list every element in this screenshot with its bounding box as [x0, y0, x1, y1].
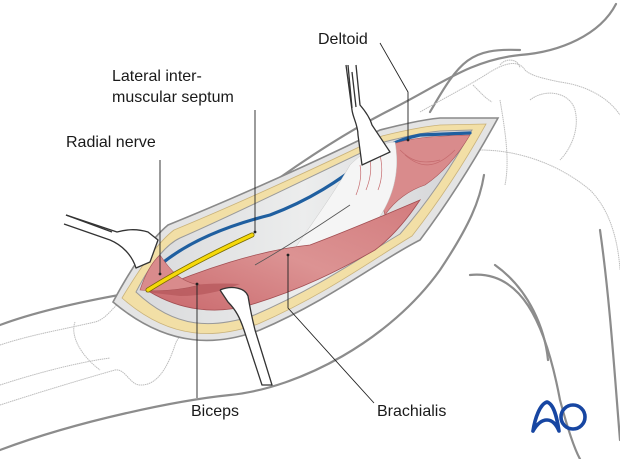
leader-brachialis [287, 255, 375, 404]
ao-logo: AO [531, 400, 587, 433]
radial-nerve-fill [146, 233, 254, 292]
retractor-bottom [219, 286, 273, 386]
biceps-muscle [145, 283, 240, 296]
retractor-left [63, 214, 159, 269]
ao-logo-a [531, 400, 561, 433]
incision [111, 117, 500, 342]
label-septum-line2: muscular septum [112, 89, 234, 106]
label-septum-line1: Lateral inter- [112, 68, 202, 85]
label-biceps: Biceps [191, 403, 240, 420]
leader-lines [159, 42, 409, 404]
label-brachialis: Brachialis [377, 403, 447, 420]
ao-logo-o [559, 403, 587, 431]
label-radial-nerve: Radial nerve [66, 134, 156, 151]
label-deltoid: Deltoid [318, 31, 368, 48]
septum-edge [254, 204, 351, 266]
leader-deltoid [379, 42, 409, 140]
retractors [63, 64, 391, 386]
retractor-top [345, 64, 391, 166]
muscle-fiber-lines [355, 149, 456, 196]
leader-dots [158, 138, 410, 286]
